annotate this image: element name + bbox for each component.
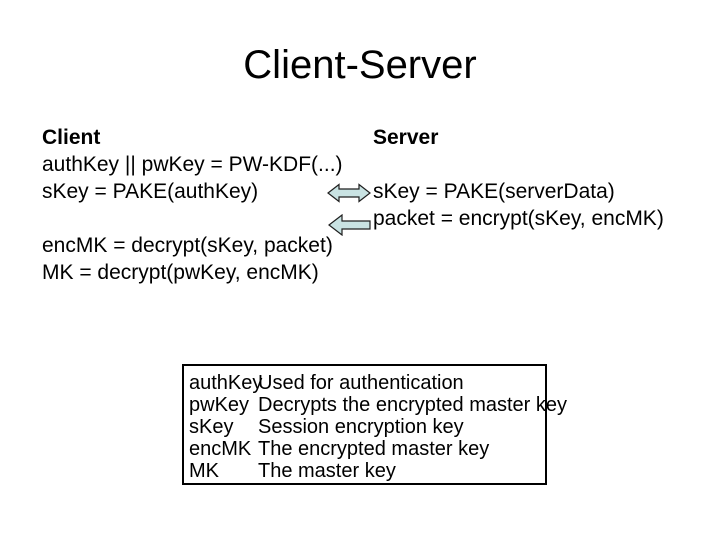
- client-line-decrypt-packet: encMK = decrypt(sKey, packet): [42, 234, 333, 257]
- glossary-box: authKeyUsed for authentication pwKey Decr…: [182, 364, 567, 485]
- glossary-row: encMK The encrypted master key: [189, 438, 545, 460]
- client-column: Client authKey || pwKey = PW-KDF(...) sK…: [42, 124, 343, 286]
- glossary-row: MK The master key: [189, 460, 545, 482]
- client-line-kdf: authKey || pwKey = PW-KDF(...): [42, 153, 343, 176]
- server-heading: Server: [373, 126, 439, 149]
- server-blank-line: [373, 151, 664, 178]
- double-arrow-icon: [327, 183, 371, 203]
- glossary-term: pwKey: [189, 394, 250, 416]
- glossary-term: authKey: [189, 372, 263, 394]
- server-line-pake: sKey = PAKE(serverData): [373, 180, 615, 203]
- glossary-definition: Used for authentication: [258, 372, 464, 394]
- glossary-definition: The master key: [258, 460, 396, 482]
- glossary-definition: Decrypts the encrypted master key: [258, 394, 568, 416]
- glossary-term: sKey: [189, 416, 234, 438]
- client-blank-line: [42, 205, 343, 232]
- server-line-encrypt: packet = encrypt(sKey, encMK): [373, 207, 664, 230]
- glossary-row: authKeyUsed for authentication: [189, 372, 545, 394]
- glossary-definition: The encrypted master key: [258, 438, 490, 460]
- slide-title: Client-Server: [243, 43, 477, 87]
- glossary-term: MK: [189, 460, 219, 482]
- glossary-row: pwKey Decrypts the encrypted master key: [189, 394, 567, 416]
- left-arrow-icon: [328, 214, 371, 236]
- client-line-decrypt-mk: MK = decrypt(pwKey, encMK): [42, 261, 319, 284]
- client-line-pake: sKey = PAKE(authKey): [42, 180, 259, 203]
- glossary-definition: Session encryption key: [258, 416, 464, 438]
- glossary-row: sKey Session encryption key: [189, 416, 545, 438]
- glossary-term: encMK: [189, 438, 252, 460]
- client-heading: Client: [42, 126, 101, 149]
- server-column: Server sKey = PAKE(serverData) packet = …: [373, 124, 664, 232]
